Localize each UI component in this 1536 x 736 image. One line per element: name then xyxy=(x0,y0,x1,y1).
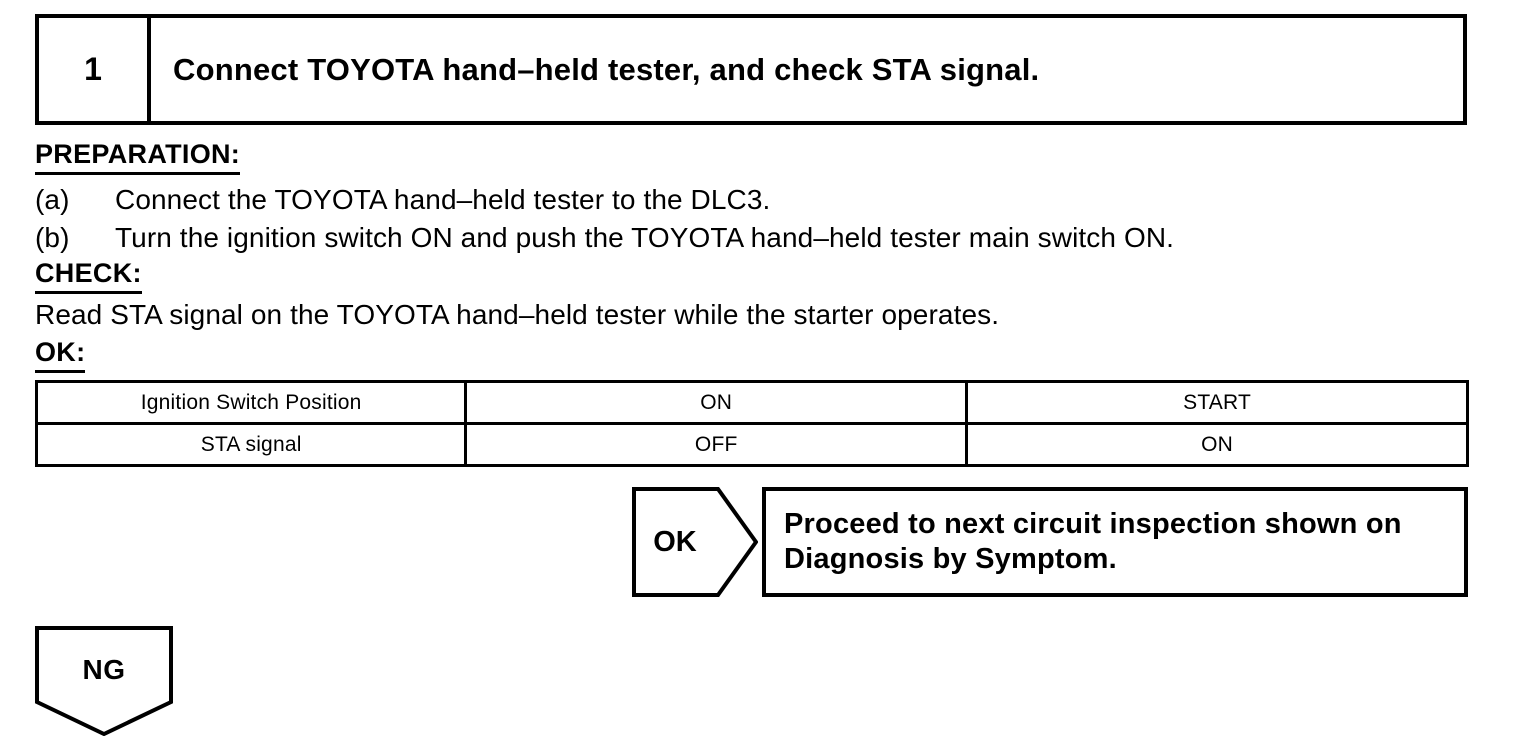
preparation-item-b: (b) Turn the ignition switch ON and push… xyxy=(35,222,1174,254)
table-cell: STA signal xyxy=(34,422,468,467)
item-b-label: (b) xyxy=(35,222,70,253)
ng-flow-label: NG xyxy=(82,654,126,685)
table-row: Ignition Switch Position ON START xyxy=(34,380,1469,425)
preparation-item-a: (a) Connect the TOYOTA hand–held tester … xyxy=(35,184,770,216)
step-title: Connect TOYOTA hand–held tester, and che… xyxy=(173,51,1040,87)
ng-flow-tag: NG xyxy=(35,626,173,736)
ok-pentagon-icon xyxy=(632,487,758,597)
sta-signal-table: Ignition Switch Position ON START STA si… xyxy=(34,380,1469,467)
item-b-text: Turn the ignition switch ON and push the… xyxy=(115,222,1175,253)
ok-action-box: Proceed to next circuit inspection shown… xyxy=(762,487,1468,597)
item-a-text: Connect the TOYOTA hand–held tester to t… xyxy=(115,184,771,215)
ng-pentagon-icon xyxy=(35,626,173,736)
table-cell: START xyxy=(965,380,1469,425)
ok-flow-arrow: OK xyxy=(632,487,758,597)
ok-heading: OK: xyxy=(35,337,86,373)
item-a-label: (a) xyxy=(35,184,70,215)
table-row: STA signal OFF ON xyxy=(34,422,1469,467)
check-heading: CHECK: xyxy=(35,258,142,294)
check-text: Read STA signal on the TOYOTA hand–held … xyxy=(35,299,1000,330)
step-number: 1 xyxy=(39,18,151,121)
table-cell: Ignition Switch Position xyxy=(34,380,468,425)
step-header-box: 1 Connect TOYOTA hand–held tester, and c… xyxy=(35,14,1467,125)
table-cell: ON xyxy=(464,380,969,425)
ok-action-text: Proceed to next circuit inspection shown… xyxy=(784,507,1402,575)
preparation-heading: PREPARATION: xyxy=(35,139,241,175)
ok-flow-label: OK xyxy=(653,525,697,558)
table-cell: OFF xyxy=(464,422,969,467)
table-cell: ON xyxy=(965,422,1469,467)
